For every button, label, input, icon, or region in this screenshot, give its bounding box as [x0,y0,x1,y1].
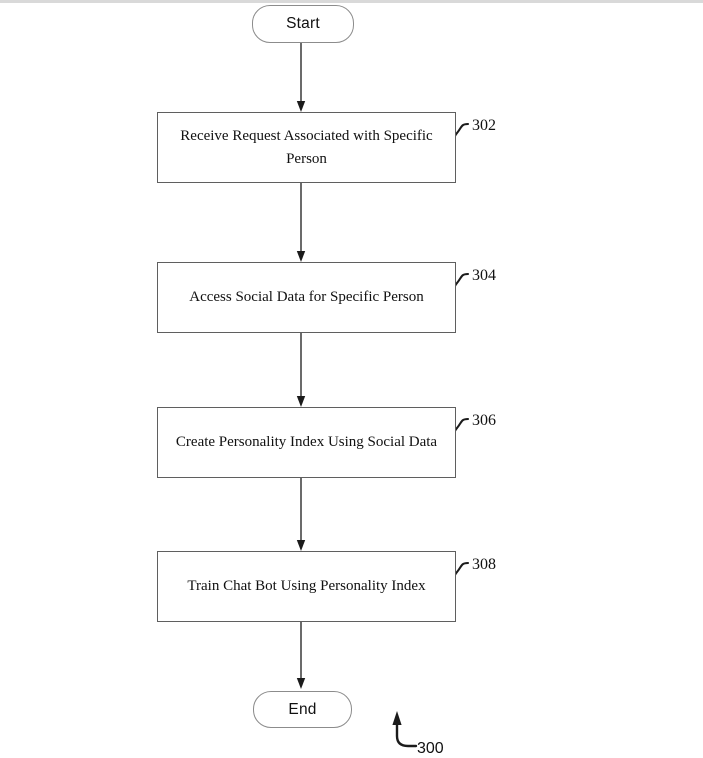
figure-ref-arrow-tail [395,721,418,748]
flow-arrowhead-302-to-304 [296,251,306,262]
start-node: Start [252,5,354,43]
flow-arrowhead-306-to-308 [296,540,306,551]
figure-ref-arrowhead [392,711,402,725]
ref-label-306: 306 [472,412,496,429]
end-node: End [253,691,352,728]
step-label-304: Access Social Data for Specific Person [189,289,424,305]
flow-arrowhead-304-to-306 [296,396,306,407]
ref-label-308: 308 [472,556,496,573]
step-label-302: Receive Request Associated with Specific… [180,127,433,167]
ref-label-302: 302 [472,117,496,134]
step-box-304: Access Social Data for Specific Person [157,262,456,333]
step-box-308: Train Chat Bot Using Personality Index [157,551,456,622]
flow-arrowhead-308-to-end [296,678,306,689]
top-edge-band [0,0,703,3]
start-label: Start [286,15,320,32]
step-box-302: Receive Request Associated with Specific… [157,112,456,183]
flow-arrowhead-start-to-302 [296,101,306,112]
ref-label-304: 304 [472,267,496,284]
step-label-306: Create Personality Index Using Social Da… [175,434,438,450]
end-label: End [288,700,317,718]
step-label-308: Train Chat Bot Using Personality Index [187,578,426,594]
step-box-306: Create Personality Index Using Social Da… [157,407,456,478]
figure-ref-label: 300 [417,740,444,757]
